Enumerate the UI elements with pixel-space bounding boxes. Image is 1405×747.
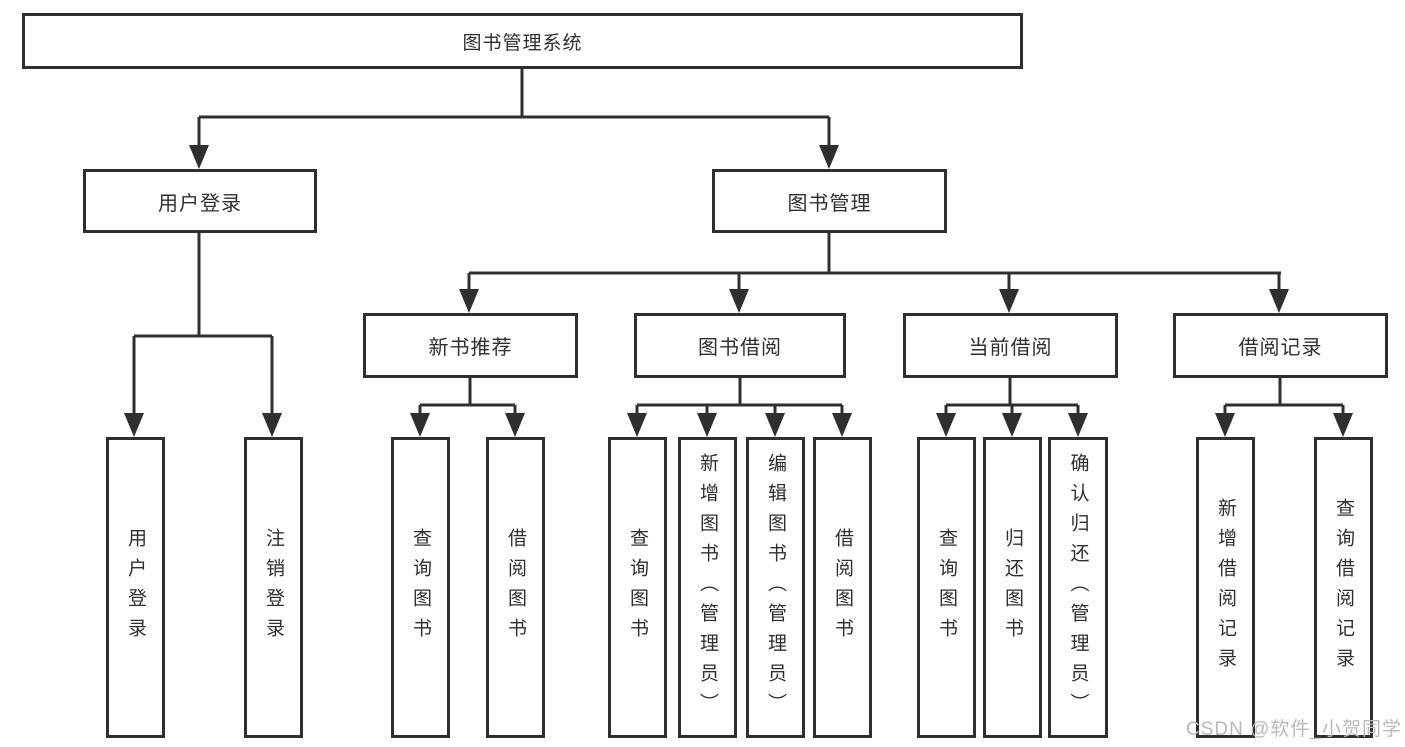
leaf-label: 新增借阅记录 bbox=[1215, 497, 1236, 678]
leaf-edit-book-admin: 编辑图书（管理员） bbox=[746, 437, 805, 738]
connector-book-borrow bbox=[627, 378, 852, 437]
leaf-return-book: 归还图书 bbox=[983, 437, 1042, 738]
connector-borrow-records bbox=[1215, 377, 1353, 437]
leaf-label: 新增图书（管理员） bbox=[697, 452, 718, 723]
leaf-user-login: 用户登录 bbox=[106, 437, 165, 738]
node-borrow-records: 借阅记录 bbox=[1173, 313, 1388, 378]
leaf-label: 编辑图书（管理员） bbox=[765, 452, 786, 723]
node-library-system: 图书管理系统 bbox=[22, 13, 1023, 69]
leaf-logout: 注销登录 bbox=[244, 437, 303, 738]
leaf-label: 查询借阅记录 bbox=[1333, 497, 1354, 678]
arrowhead-icon bbox=[1068, 413, 1088, 437]
leaf-add-book-admin: 新增图书（管理员） bbox=[678, 437, 737, 738]
arrowhead-icon bbox=[697, 413, 717, 437]
leaf-borrow-books: 借阅图书 bbox=[813, 437, 872, 738]
arrowhead-icon bbox=[1269, 289, 1289, 313]
node-book-management: 图书管理 bbox=[712, 169, 947, 233]
leaf-query-books-borrow: 查询图书 bbox=[608, 437, 667, 738]
arrowhead-icon bbox=[729, 289, 749, 313]
connector-root bbox=[189, 68, 839, 169]
arrowhead-icon bbox=[819, 145, 839, 169]
node-label: 借阅记录 bbox=[1238, 337, 1323, 359]
node-label: 新书推荐 bbox=[428, 337, 513, 359]
arrowhead-icon bbox=[262, 413, 282, 437]
leaf-label: 查询图书 bbox=[627, 527, 648, 648]
arrowhead-icon bbox=[459, 289, 479, 313]
arrowhead-icon bbox=[832, 413, 852, 437]
connector-user-login bbox=[124, 232, 282, 437]
node-label: 图书借阅 bbox=[698, 337, 782, 359]
arrowhead-icon bbox=[124, 413, 144, 437]
connector-book-management bbox=[459, 232, 1289, 313]
leaf-label: 注销登录 bbox=[263, 527, 284, 648]
leaf-borrow-books-recommend: 借阅图书 bbox=[486, 437, 545, 738]
csdn-watermark: CSDN @软件_小贺同学 bbox=[1186, 719, 1402, 740]
leaf-query-books-recommend: 查询图书 bbox=[391, 437, 450, 738]
leaf-confirm-return-admin: 确认归还（管理员） bbox=[1048, 437, 1108, 738]
leaf-label: 查询图书 bbox=[936, 527, 957, 648]
leaf-label: 查询图书 bbox=[410, 527, 431, 648]
leaf-label: 归还图书 bbox=[1002, 527, 1023, 648]
arrowhead-icon bbox=[627, 413, 647, 437]
arrowhead-icon bbox=[189, 145, 209, 169]
leaf-query-books-current: 查询图书 bbox=[917, 437, 976, 738]
arrowhead-icon bbox=[1002, 413, 1022, 437]
connector-current-borrow bbox=[936, 377, 1088, 437]
node-label: 当前借阅 bbox=[968, 337, 1053, 359]
arrowhead-icon bbox=[765, 413, 785, 437]
arrowhead-icon bbox=[1215, 413, 1235, 437]
node-label: 图书管理 bbox=[787, 192, 872, 215]
arrowhead-icon bbox=[936, 413, 956, 437]
leaf-add-borrow-record: 新增借阅记录 bbox=[1196, 437, 1255, 738]
arrowhead-icon bbox=[999, 289, 1019, 313]
node-new-book-recommend: 新书推荐 bbox=[363, 313, 578, 378]
connector-new-book-recommend bbox=[410, 378, 525, 437]
leaf-label: 借阅图书 bbox=[505, 527, 526, 648]
leaf-query-borrow-record: 查询借阅记录 bbox=[1314, 437, 1373, 738]
node-label: 图书管理系统 bbox=[462, 32, 583, 54]
arrowhead-icon bbox=[505, 413, 525, 437]
arrowhead-icon bbox=[410, 413, 430, 437]
node-current-borrow: 当前借阅 bbox=[903, 313, 1118, 378]
node-book-borrow: 图书借阅 bbox=[634, 313, 846, 378]
leaf-label: 用户登录 bbox=[125, 527, 146, 648]
node-label: 用户登录 bbox=[158, 192, 242, 215]
arrowhead-icon bbox=[1333, 413, 1353, 437]
leaf-label: 借阅图书 bbox=[832, 527, 853, 648]
leaf-label: 确认归还（管理员） bbox=[1067, 452, 1089, 723]
node-user-login: 用户登录 bbox=[83, 169, 317, 233]
